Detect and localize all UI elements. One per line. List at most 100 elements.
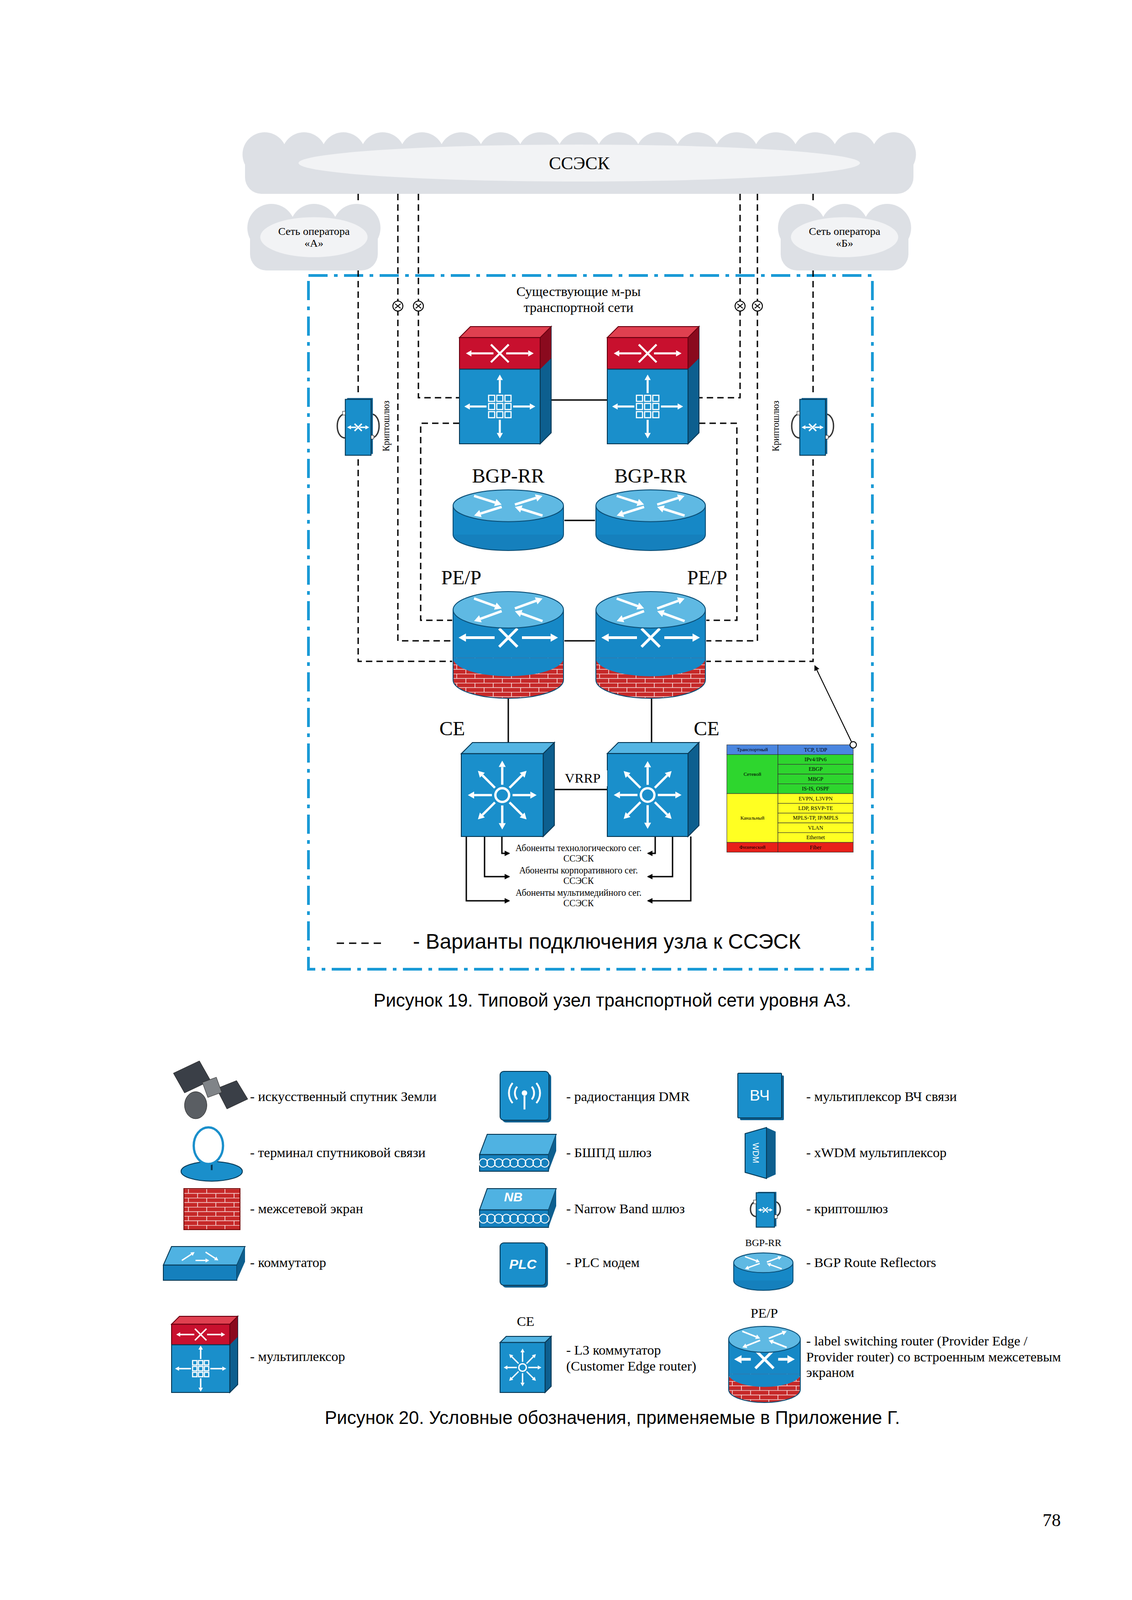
legend-icon	[163, 1246, 246, 1281]
arrow-shaft	[619, 352, 642, 355]
loop	[337, 414, 346, 439]
arrow-shaft	[180, 1334, 195, 1336]
arrow-shaft	[628, 775, 641, 788]
arrow-shaft	[623, 506, 645, 514]
table-cell	[777, 774, 854, 784]
arrow-shaft	[653, 352, 676, 355]
arrow-head	[474, 510, 482, 518]
arrow-head	[515, 505, 523, 513]
label: PE/P	[727, 1305, 801, 1322]
grid-cell	[192, 1372, 198, 1378]
dashed-connector	[358, 459, 453, 662]
x-mark	[194, 1329, 207, 1341]
encryptor-mark	[392, 301, 403, 312]
grid-cell	[198, 1361, 204, 1366]
label: PLC	[500, 1257, 546, 1273]
arrow-head	[534, 494, 543, 502]
arrow-shaft	[521, 636, 551, 640]
arrow-shaft	[207, 1334, 222, 1336]
arrow-shaft	[608, 636, 637, 640]
router-side	[595, 610, 597, 681]
arrow-head	[520, 1349, 525, 1353]
table-cell-text: IS-IS, OSPF	[777, 784, 854, 794]
arrow-shaft	[654, 775, 668, 788]
arrow-shaft	[521, 1373, 524, 1384]
cube-shape	[461, 742, 555, 837]
mux-top	[607, 337, 689, 370]
label: Абоненты технологического сег. ССЭСК	[514, 843, 643, 865]
router-side	[595, 506, 597, 535]
subscriber-arrow	[647, 836, 673, 877]
firewall-band	[728, 1374, 801, 1390]
arrow-head	[644, 761, 652, 768]
arrow-head	[745, 1266, 750, 1270]
crypto-box	[756, 1193, 775, 1228]
icon-box	[500, 1243, 546, 1286]
table-cell-text: Физический	[726, 842, 778, 853]
table-cell	[726, 754, 778, 794]
legend-text: - Narrow Band шлюз	[566, 1201, 722, 1218]
arrow-head	[636, 602, 645, 610]
node-label: Сеть оператора «Б»	[798, 225, 891, 250]
firewall	[183, 1189, 240, 1231]
legend-text: - мультиплексор ВЧ связи	[806, 1089, 1062, 1106]
router-node: BGP-RR	[452, 490, 565, 552]
cube-node: CE	[607, 742, 700, 837]
router-shape	[452, 490, 565, 552]
cloud-shine	[298, 144, 861, 182]
crypto-box	[799, 399, 826, 456]
arrow-shaft	[474, 794, 492, 797]
arrow-head	[458, 633, 466, 642]
legend-icon	[745, 1127, 776, 1179]
arrow-shaft	[500, 805, 504, 824]
radio-mast	[523, 1096, 526, 1111]
legend-text: - PLC модем	[566, 1255, 722, 1272]
router-top	[453, 591, 564, 629]
table-cell	[777, 784, 854, 794]
arrow-shaft	[199, 1350, 202, 1360]
label: Абоненты корпоративного сег. ССЭСК	[514, 865, 643, 887]
arrow-shaft	[182, 1254, 192, 1262]
loop	[791, 414, 800, 439]
terminal	[342, 411, 346, 416]
arrow-head	[677, 597, 685, 605]
arrow-head	[623, 771, 631, 779]
arrow-shaft	[515, 600, 537, 609]
x-mark	[490, 344, 509, 363]
arrow-head	[529, 403, 536, 410]
grid-cell	[636, 395, 643, 402]
arrow-shaft	[509, 775, 523, 789]
sat-body	[202, 1077, 222, 1098]
arrow-head	[515, 610, 523, 617]
x-mark	[755, 1350, 774, 1369]
arrow-shaft	[482, 775, 496, 789]
arrow-shaft	[500, 767, 504, 786]
table-cell-text: MPLS-TP, IP/MPLS	[777, 813, 854, 824]
node-frame	[308, 275, 873, 970]
arrow-shaft	[646, 419, 649, 433]
arrow-head	[612, 403, 618, 410]
arrow-head	[222, 1366, 227, 1372]
terminal	[797, 411, 800, 416]
connector	[554, 789, 608, 791]
table-cell	[777, 813, 854, 824]
node-label: PE/P	[411, 568, 512, 589]
crypto-node: Криптошлюз	[791, 392, 835, 460]
grid-cell	[192, 1366, 198, 1372]
arrow-head	[534, 597, 543, 605]
arrow-shaft	[205, 1252, 216, 1259]
arrow-head	[494, 602, 502, 610]
arrow-head	[613, 792, 621, 799]
legend-icon	[500, 1243, 548, 1289]
legend-text: - искусственный спутник Земли	[250, 1089, 479, 1106]
arrow-head	[465, 350, 472, 357]
mux-body	[607, 369, 689, 444]
pe-node: PE/P	[452, 591, 565, 700]
arrow-head	[221, 1332, 226, 1338]
arrow-head	[801, 425, 806, 430]
node-label: PE/P	[657, 568, 758, 589]
dashed-connector	[812, 193, 814, 204]
cube-hub	[641, 788, 655, 803]
table-cell	[777, 745, 854, 755]
table-cell	[726, 793, 778, 843]
